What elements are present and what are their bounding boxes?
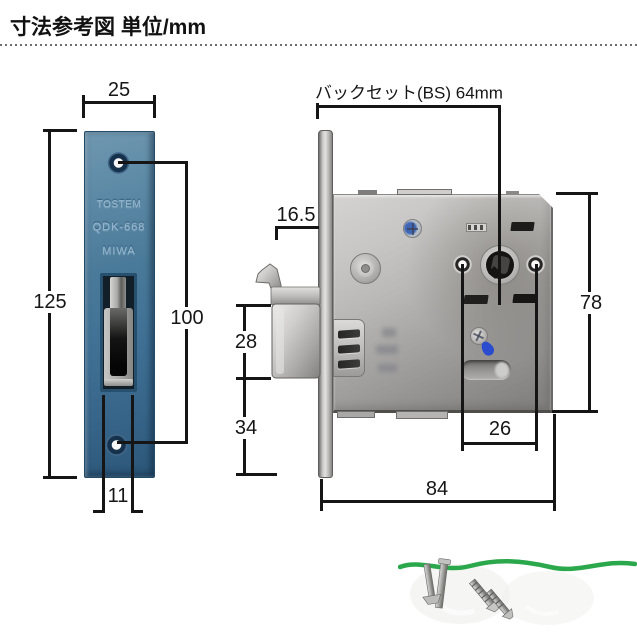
hook-ledge: [270, 286, 321, 306]
hook-bolt-channel-lip: [104, 379, 133, 386]
dim-84-tick-left: [320, 479, 323, 511]
screw-slot-icon: [411, 222, 414, 235]
dim-26-label: 26: [488, 418, 512, 440]
guide-groove: [338, 359, 360, 369]
dim-25-tick-left: [82, 95, 85, 118]
guide-groove: [338, 329, 360, 339]
case-top-tab-small: [358, 190, 377, 195]
dim-28-label: 28: [233, 331, 259, 353]
machine-screw-pair: [422, 558, 451, 609]
dim-84-label: 84: [425, 478, 449, 500]
dim-100-label: 100: [167, 307, 207, 329]
plate-marking-brand-top: TOSTEM: [96, 199, 142, 210]
latch-bolt-highlight: [276, 308, 284, 374]
dim-84-tick-right: [553, 414, 556, 511]
case-slot-bottom-left: [463, 295, 489, 304]
dim-11-tick-left: [93, 510, 105, 513]
dim-16-5-label: 16.5: [276, 204, 316, 226]
dim-11-line-right: [131, 395, 134, 513]
accessory-screws-photo: [398, 558, 637, 625]
dim-16-5-tick: [275, 226, 278, 240]
hook-bolt-channel-slot: [110, 308, 127, 376]
case-top-tab-right: [506, 191, 519, 195]
dim-125-tick-top: [43, 129, 77, 132]
dim-26-line: [461, 442, 538, 445]
plate-marking-brand-bottom: MIWA: [102, 245, 136, 257]
dim-11-tick-right: [131, 510, 143, 513]
case-bottom-tab-left: [337, 411, 375, 418]
case-top-tab-wide: [397, 189, 452, 195]
dim-100-connector-bottom: [117, 441, 188, 444]
case-slot-top-right: [510, 222, 535, 231]
tapping-screw-pair: [469, 578, 514, 620]
dim-125-label: 125: [30, 291, 70, 313]
dim-backset-centerline: [498, 105, 501, 305]
dim-backset-line: [318, 105, 501, 108]
slide-switch-knob: [495, 362, 509, 378]
dim-125-tick-bottom: [43, 476, 77, 479]
plate-marking-model: QDK-668: [92, 221, 146, 233]
dim-25-line: [84, 101, 155, 104]
screw-hole-bottom: [105, 434, 128, 456]
dim-26-line-right: [535, 264, 538, 451]
dim-25-label: 25: [107, 79, 131, 101]
dim-100-line: [185, 161, 188, 444]
guide-groove: [338, 344, 360, 354]
dim-78-tick-bottom: [552, 410, 598, 413]
adjust-screw: [470, 327, 488, 345]
dim-78-tick-top: [556, 192, 598, 195]
dim-28-tick-top: [236, 304, 271, 307]
mounting-boss-pin: [361, 264, 370, 273]
blurred-stamp: [374, 326, 402, 380]
dim-100-connector-top: [118, 161, 188, 164]
dim-78-label: 78: [576, 292, 606, 314]
dim-backset-label: バックセット(BS) 64mm: [315, 83, 503, 103]
page-title: 寸法参考図 単位/mm: [10, 16, 207, 39]
slide-switch-slot: [461, 360, 511, 380]
dim-backset-tick-left: [316, 103, 319, 119]
dim-26-line-left: [461, 264, 464, 451]
latch-assembly: [255, 263, 321, 379]
vent-slot-hatch: [468, 225, 485, 230]
mounting-boss: [350, 253, 381, 284]
case-bottom-tab-mid: [396, 411, 448, 419]
dim-11-label: 11: [106, 485, 130, 507]
dim-16-5-line: [277, 226, 319, 229]
bolt-rod: [110, 277, 126, 315]
case-slot-bottom-right: [512, 294, 538, 303]
dim-28-34-line: [243, 306, 246, 475]
vent-slot: [466, 223, 487, 232]
dim-34-label: 34: [233, 417, 259, 439]
dim-11-line-left: [102, 395, 105, 513]
dim-28-tick-bottom: [236, 377, 271, 380]
latch-guide-ridged: [333, 319, 365, 377]
blue-case-screw: [403, 219, 422, 238]
dim-34-tick-bottom: [236, 473, 277, 476]
dotted-separator: [0, 44, 637, 46]
plastic-bag: [410, 564, 594, 625]
dim-25-tick-right: [153, 95, 156, 118]
twist-tie-green-wire: [398, 559, 637, 572]
dim-84-line: [322, 500, 556, 503]
